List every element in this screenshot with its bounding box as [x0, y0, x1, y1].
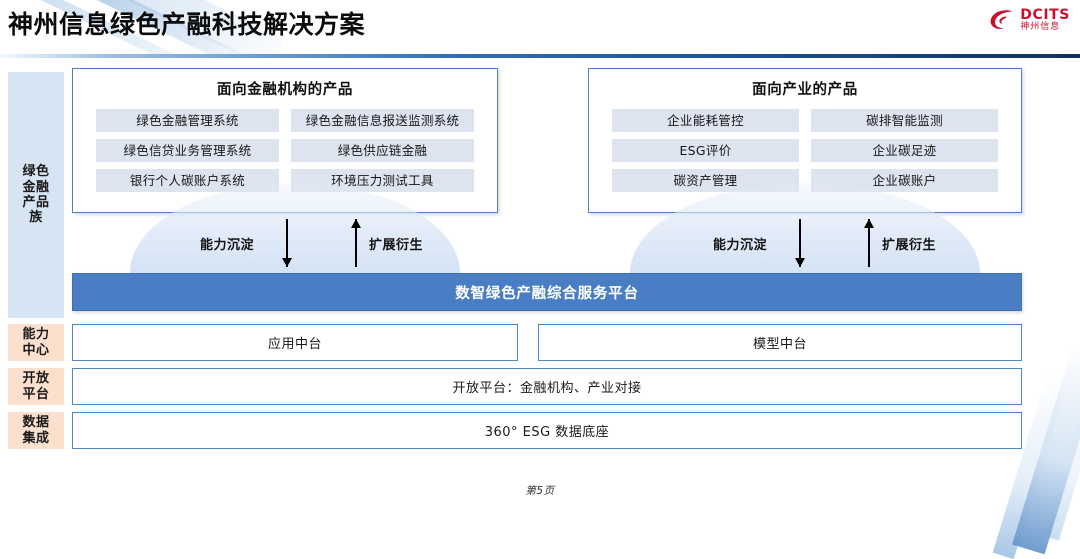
arrow-down-icon [793, 219, 807, 267]
arrow-up-icon [349, 219, 363, 267]
rail-data-integration: 数据集成 [8, 412, 64, 449]
rail-label: 绿色金融产品族 [22, 164, 50, 226]
corner-ribbon-decoration [1043, 373, 1080, 541]
product-chip[interactable]: 绿色金融信息报送监测系统 [291, 109, 474, 132]
corner-ribbon-decoration [1012, 343, 1080, 555]
product-box-industry: 面向产业的产品 企业能耗管控 碳排智能监测 ESG评价 企业碳足迹 碳资产管理 … [588, 68, 1022, 213]
rail-label: 开放平台 [22, 371, 50, 402]
product-chip-grid: 绿色金融管理系统 绿色金融信息报送监测系统 绿色信贷业务管理系统 绿色供应链金融… [73, 99, 497, 192]
flow-zone-right: 能力沉淀 扩展衍生 [588, 183, 1022, 273]
product-chip-grid: 企业能耗管控 碳排智能监测 ESG评价 企业碳足迹 碳资产管理 企业碳账户 [589, 99, 1021, 192]
logo-text-block: DCITS 神州信息 [1020, 8, 1070, 32]
platform-bar-label: 数智绿色产融综合服务平台 [455, 285, 639, 302]
logo-cn-label: 神州信息 [1020, 22, 1061, 32]
flow-label-capability-precipitation: 能力沉淀 [713, 238, 768, 253]
page-title: 神州信息绿色产融科技解决方案 [8, 10, 366, 39]
layer-box-open-platform[interactable]: 开放平台：金融机构、产业对接 [72, 368, 1022, 405]
flow-label-expansion-derivation: 扩展衍生 [882, 238, 937, 253]
rail-green-finance-products: 绿色金融产品族 [8, 72, 64, 318]
product-chip[interactable]: ESG评价 [612, 139, 799, 162]
layer-box-label: 模型中台 [752, 337, 807, 352]
product-box-title: 面向金融机构的产品 [217, 82, 353, 98]
flow-label-expansion-derivation: 扩展衍生 [369, 238, 424, 253]
dcits-swirl-icon [990, 10, 1013, 30]
arrow-up-icon [862, 219, 876, 267]
product-chip[interactable]: 绿色供应链金融 [291, 139, 474, 162]
flow-label-capability-precipitation: 能力沉淀 [200, 238, 255, 253]
rail-open-platform: 开放平台 [8, 368, 64, 405]
flow-zone-left: 能力沉淀 扩展衍生 [72, 183, 498, 273]
product-chip[interactable]: 碳排智能监测 [811, 109, 998, 132]
page-header: 神州信息绿色产融科技解决方案 DCITS 神州信息 [0, 0, 1080, 54]
page-footer: 第5页 [525, 485, 555, 497]
product-box-title: 面向产业的产品 [752, 82, 858, 98]
product-chip[interactable]: 银行个人碳账户系统 [96, 169, 279, 192]
layer-box-label: 360° ESG 数据底座 [484, 425, 610, 440]
layer-box-label: 开放平台：金融机构、产业对接 [452, 381, 642, 396]
product-chip[interactable]: 企业能耗管控 [612, 109, 799, 132]
product-chip[interactable]: 企业碳足迹 [811, 139, 998, 162]
rail-label: 能力中心 [22, 327, 50, 358]
logo-en-label: DCITS [1020, 7, 1070, 23]
layer-box-esg-data-foundation[interactable]: 360° ESG 数据底座 [72, 412, 1022, 449]
header-divider [0, 54, 1080, 58]
dcits-logo: DCITS 神州信息 [989, 8, 1070, 32]
platform-bar[interactable]: 数智绿色产融综合服务平台 [72, 273, 1022, 311]
arrow-down-icon [280, 219, 294, 267]
layer-box-label: 应用中台 [267, 337, 322, 352]
layer-box-model-middle-platform[interactable]: 模型中台 [538, 324, 1022, 361]
product-chip[interactable]: 绿色信贷业务管理系统 [96, 139, 279, 162]
product-chip[interactable]: 绿色金融管理系统 [96, 109, 279, 132]
rail-label: 数据集成 [22, 415, 50, 446]
slide-canvas: 绿色金融产品族 能力中心 开放平台 数据集成 面向金融机构的产品 绿色金融管理系… [0, 58, 1080, 559]
layer-box-application-middle-platform[interactable]: 应用中台 [72, 324, 518, 361]
rail-capability-center: 能力中心 [8, 324, 64, 361]
